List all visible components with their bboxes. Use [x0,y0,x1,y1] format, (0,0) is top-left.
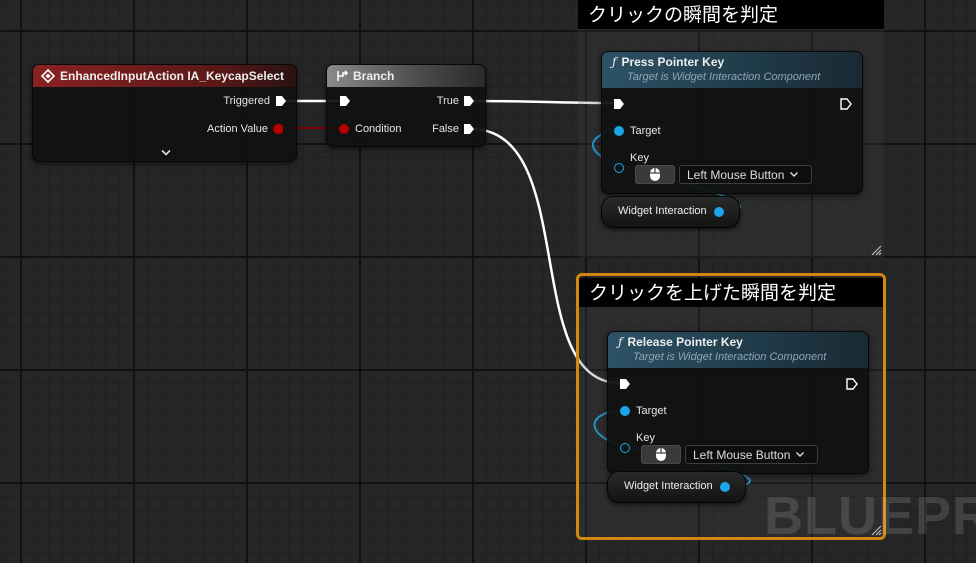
variable-label: Widget Interaction [624,480,713,492]
false-label: False [432,123,459,135]
chevron-down-icon [796,452,805,457]
true-label: True [436,95,459,107]
false-exec-pin[interactable] [463,123,475,135]
triggered-label: Triggered [223,95,270,107]
node-header[interactable]: EnhancedInputAction IA_KeycapSelect [33,65,296,87]
blueprint-watermark: BLUEPRINT [764,486,976,546]
widget-interaction-variable[interactable]: Widget Interaction [601,196,740,228]
exec-out-pin[interactable] [840,98,852,110]
target-pin[interactable] [614,126,624,136]
branch-icon [337,70,349,81]
function-icon: ƒ [618,335,623,349]
node-title: EnhancedInputAction IA_KeycapSelect [60,69,285,83]
target-label: Target [630,125,661,137]
function-icon: ƒ [612,55,617,69]
node-title: Press Pointer Key [621,55,725,69]
branch-node[interactable]: Branch Condition True False [326,64,486,147]
true-exec-pin[interactable] [463,95,475,107]
key-dropdown-value: Left Mouse Button [693,447,791,462]
variable-output-pin[interactable] [720,482,730,492]
node-title: Release Pointer Key [627,335,743,349]
node-subtitle: Target is Widget Interaction Component [633,351,827,363]
action-value-pin[interactable] [273,124,283,134]
target-pin[interactable] [620,406,630,416]
comment-title[interactable]: クリックを上げた瞬間を判定 [579,278,883,307]
key-dropdown-value: Left Mouse Button [687,167,785,182]
resize-grip-icon[interactable] [870,244,882,256]
node-header[interactable]: Branch [327,65,485,87]
exec-wire-true-press [470,99,614,105]
key-label: Key [636,432,655,444]
target-label: Target [636,405,667,417]
mouse-icon [656,448,666,461]
action-value-label: Action Value [207,123,268,135]
key-selector-button[interactable] [641,445,681,464]
resize-grip-icon[interactable] [870,524,882,536]
node-header[interactable]: ƒ Release Pointer Key Target is Widget I… [608,332,868,368]
comment-title[interactable]: クリックの瞬間を判定 [578,0,884,29]
triggered-exec-pin[interactable] [275,95,287,107]
key-pin[interactable] [614,163,624,173]
press-pointer-key-node[interactable]: ƒ Press Pointer Key Target is Widget Int… [601,51,863,194]
widget-interaction-variable[interactable]: Widget Interaction [607,471,746,503]
chevron-down-icon[interactable] [160,149,172,157]
key-pin[interactable] [620,443,630,453]
mouse-icon [650,168,660,181]
exec-wire-false-release [470,127,621,385]
key-dropdown[interactable]: Left Mouse Button [679,165,812,184]
release-pointer-key-node[interactable]: ƒ Release Pointer Key Target is Widget I… [607,331,869,474]
key-dropdown[interactable]: Left Mouse Button [685,445,818,464]
condition-pin[interactable] [339,124,349,134]
condition-label: Condition [355,123,402,135]
key-label: Key [630,152,649,164]
node-subtitle: Target is Widget Interaction Component [627,71,821,83]
variable-label: Widget Interaction [618,205,707,217]
input-action-event-node[interactable]: EnhancedInputAction IA_KeycapSelect Trig… [32,64,297,162]
node-header[interactable]: ƒ Press Pointer Key Target is Widget Int… [602,52,862,88]
chevron-down-icon [790,172,799,177]
exec-in-pin[interactable] [619,378,631,390]
variable-output-pin[interactable] [714,207,724,217]
key-selector-button[interactable] [635,165,675,184]
exec-out-pin[interactable] [846,378,858,390]
event-diamond-icon [41,69,55,83]
exec-in-pin[interactable] [613,98,625,110]
node-title: Branch [353,69,395,83]
branch-exec-in-pin[interactable] [339,95,351,107]
